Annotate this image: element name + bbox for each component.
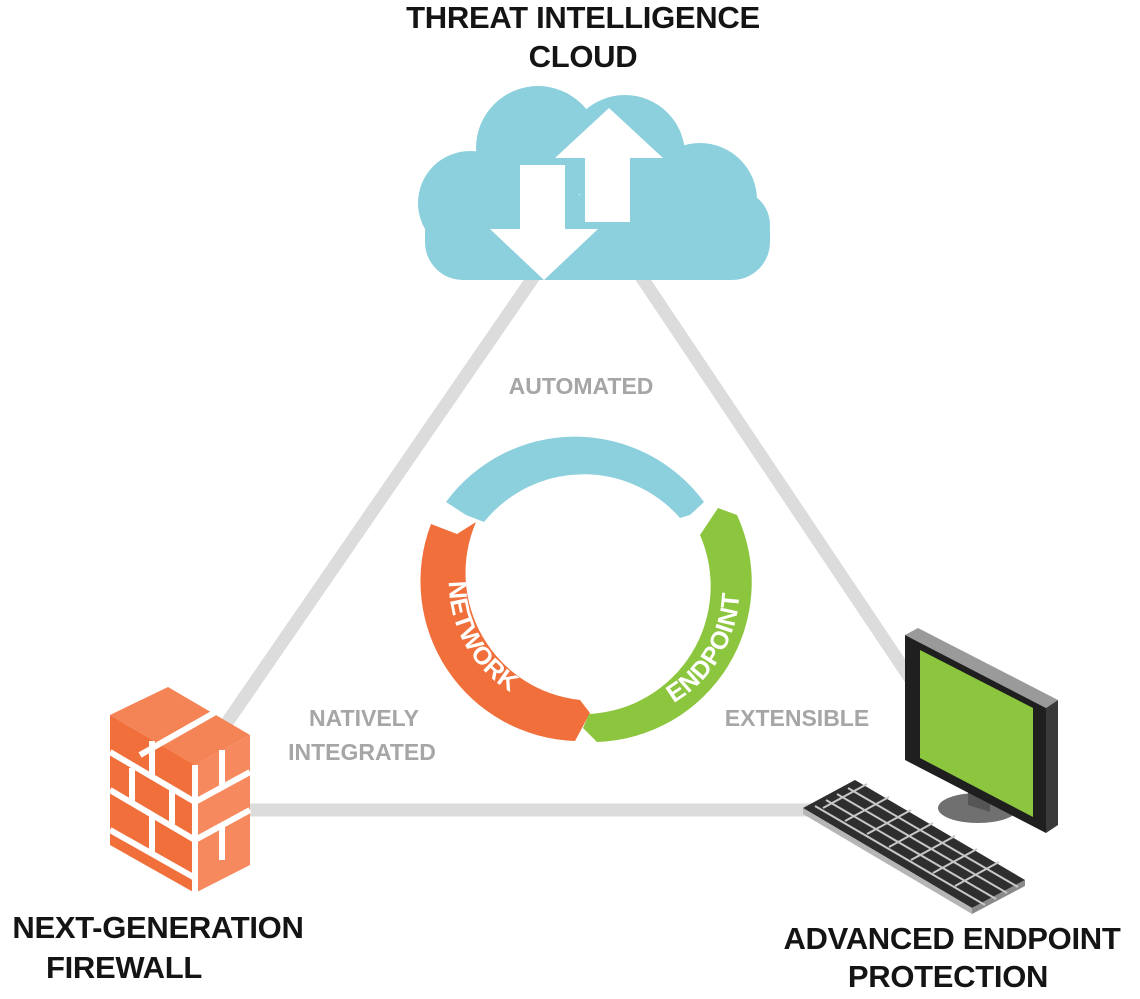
ring-segment-cloud xyxy=(446,436,704,522)
edge-label-automated: AUTOMATED xyxy=(509,373,654,399)
upload-arrow-icon xyxy=(555,108,663,222)
brick-wall-icon xyxy=(108,687,252,893)
endpoint-title-line2: PROTECTION xyxy=(848,959,1048,994)
svg-text:CLOUD: CLOUD xyxy=(542,405,645,441)
cloud-title-line2: CLOUD xyxy=(529,39,638,74)
endpoint-title-line1: ADVANCED ENDPOINT xyxy=(783,921,1120,956)
keyboard-icon xyxy=(803,780,1025,908)
edge-label-natively: NATIVELY xyxy=(309,705,419,731)
edge-label-extensible: EXTENSIBLE xyxy=(725,705,869,731)
firewall-title-line2: FIREWALL xyxy=(46,950,202,985)
desktop-computer-icon xyxy=(803,628,1058,914)
edge-label-integrated: INTEGRATED xyxy=(288,739,436,765)
cloud-sync-icon xyxy=(418,86,770,280)
ring-segment-network xyxy=(420,522,590,741)
ring-label-cloud: CLOUD xyxy=(542,405,644,441)
cycle-ring: CLOUD NETWORK ENDPOINT xyxy=(420,405,752,742)
firewall-title-line1: NEXT-GENERATION xyxy=(12,910,303,945)
connection-lines xyxy=(209,268,924,817)
monitor-screen xyxy=(920,650,1033,817)
edge-cloud-firewall xyxy=(209,271,541,744)
ring-segment-endpoint xyxy=(583,508,752,742)
edge-cloud-endpoint xyxy=(632,268,924,694)
download-arrow-icon xyxy=(490,165,598,280)
cloud-title-line1: THREAT INTELLIGENCE xyxy=(406,0,760,35)
